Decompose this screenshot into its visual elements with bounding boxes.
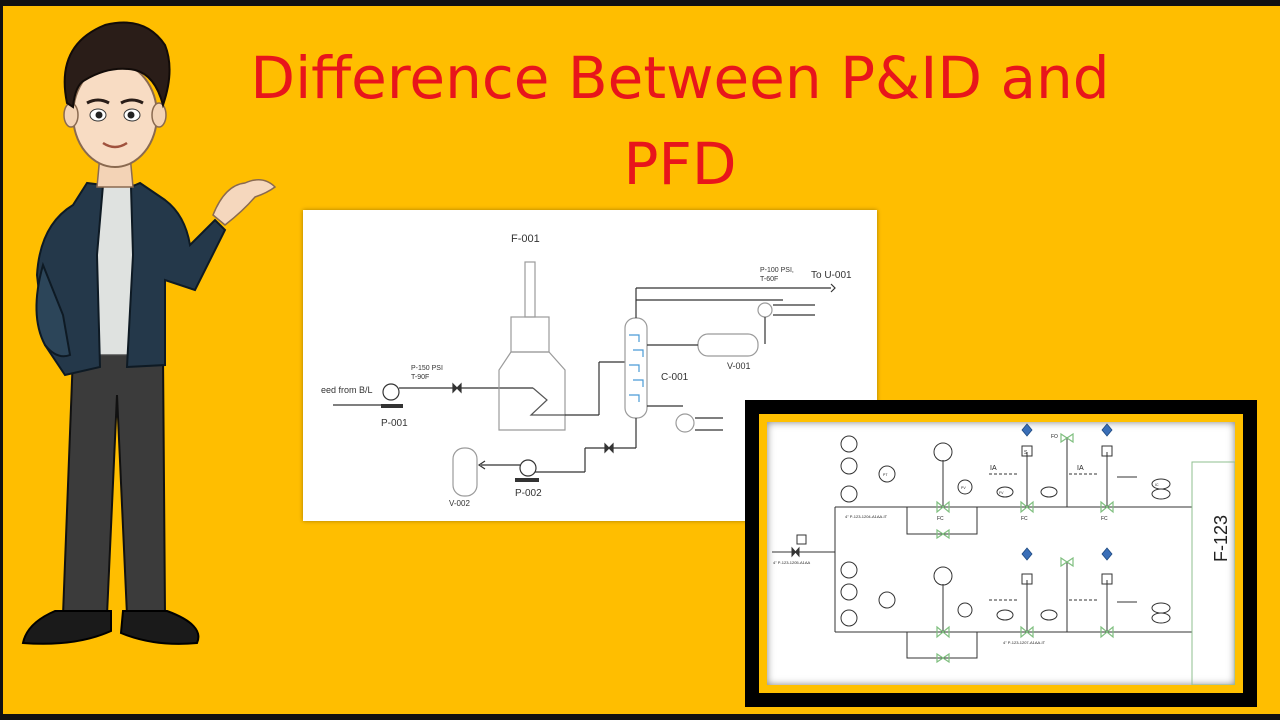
pfd-label-pump2: P-002: [515, 488, 542, 499]
pfd-label-vessel: V-001: [727, 361, 751, 371]
pid-label-ia-left: IA: [990, 465, 997, 472]
pfd-label-furnace: F-001: [511, 233, 540, 245]
pid-label-fc2: FC: [1021, 516, 1028, 522]
pid-label-ic: IC: [1155, 483, 1159, 487]
top-border: [0, 0, 1280, 6]
title-line-1: Difference Between P&ID and: [250, 44, 1110, 112]
title-line-2: PFD: [623, 130, 737, 198]
pid-label-fv: FV: [999, 491, 1004, 495]
pid-label-fc1: FC: [937, 516, 944, 522]
pid-label-s: S: [1024, 450, 1028, 456]
pid-line-top: 4" P-123-1204-A1AA-IT: [845, 514, 888, 519]
pid-label-pv: PV: [961, 486, 966, 490]
pfd-label-pump1-pressure: P-150 PSI: [411, 365, 443, 372]
bottom-border: [0, 714, 1280, 720]
pid-diagram-frame: F-123 4" P-123-1205-A1AA 4" P-123-1204-A…: [745, 400, 1257, 707]
pid-label-pt: PT: [883, 473, 888, 477]
slide-title: Difference Between P&ID and PFD: [180, 35, 1180, 207]
pfd-drawing: F-001 eed from B/L P-150 PSI T-90F P-001…: [321, 233, 852, 508]
pfd-label-overhead-pressure: P-100 PSI,: [760, 267, 794, 274]
pid-diagram-panel: F-123 4" P-123-1205-A1AA 4" P-123-1204-A…: [767, 422, 1235, 685]
pid-label-fc3: FC: [1101, 516, 1108, 522]
pfd-label-column: C-001: [661, 372, 689, 383]
pid-line-bottom: 4" P-123-1207-A1AA-IT: [1003, 640, 1046, 645]
pfd-label-destination: To U-001: [811, 270, 852, 281]
pfd-label-feed: eed from B/L: [321, 385, 373, 395]
presenter-illustration: [21, 21, 277, 645]
pid-line-main: 4" P-123-1205-A1AA: [773, 560, 811, 565]
pfd-label-vessel2: V-002: [449, 499, 470, 508]
pfd-label-overhead-temp: T-60F: [760, 276, 778, 283]
pfd-label-pump1-temp: T-90F: [411, 374, 429, 381]
pid-diagram-mat: F-123 4" P-123-1205-A1AA 4" P-123-1204-A…: [759, 414, 1243, 693]
pid-label-fo: FO: [1051, 434, 1058, 440]
left-border: [0, 0, 3, 720]
pid-label-ia-right: IA: [1077, 465, 1084, 472]
pid-vessel-tag: F-123: [1211, 515, 1231, 562]
pfd-label-pump1: P-001: [381, 418, 408, 429]
pid-drawing: F-123 4" P-123-1205-A1AA 4" P-123-1204-A…: [772, 423, 1235, 685]
